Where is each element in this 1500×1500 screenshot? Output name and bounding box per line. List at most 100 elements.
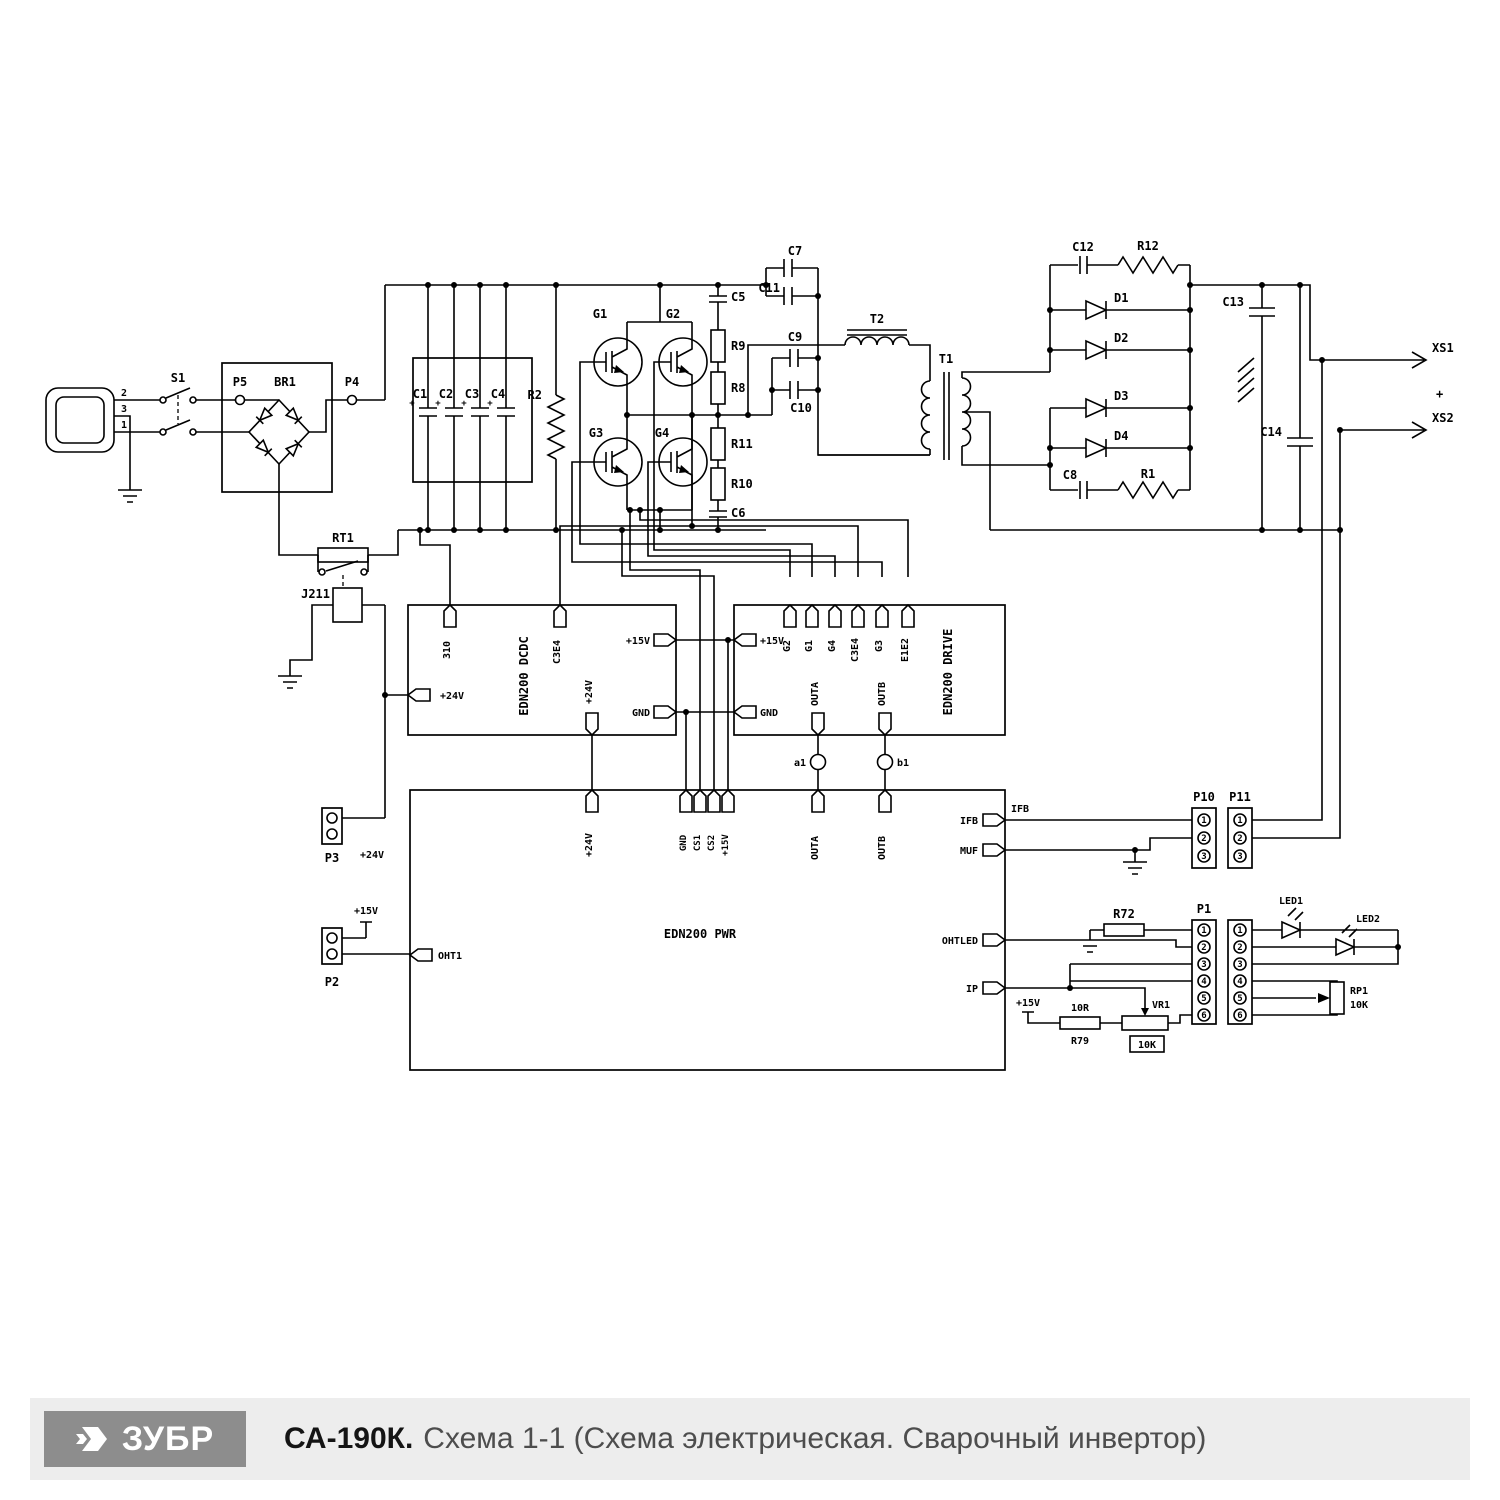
p1-box — [1191, 919, 1217, 1025]
ifb-wire-label: IFB — [1011, 804, 1029, 815]
rp1-label: RP1 — [1350, 986, 1368, 997]
vr1-wiper-arrow — [1141, 1008, 1149, 1016]
j211-wires — [289, 604, 408, 818]
led2-label: LED2 — [1356, 914, 1380, 925]
snubber-caps: C7 C11 C9 C10 — [758, 244, 930, 456]
r79-resistor — [1059, 1016, 1101, 1030]
p3-box — [321, 807, 343, 845]
zubr-logo: ЗУБР — [44, 1411, 246, 1467]
r79-value-label: 10R — [1071, 1003, 1090, 1014]
drive-pin-c3e4 — [851, 603, 865, 628]
pot-network: RP1 10K — [1252, 980, 1368, 1016]
r72-resistor — [1103, 923, 1145, 937]
vr1-value-label: 10K — [1138, 1040, 1156, 1051]
pwr-ip-label: IP — [966, 984, 978, 995]
vr1-value-box — [1129, 1035, 1165, 1053]
br1-label: BR1 — [274, 375, 296, 389]
p11-label: P11 — [1229, 790, 1251, 804]
c4-label: C4 — [491, 387, 505, 401]
dcdc-pin-gnd — [653, 705, 678, 719]
dc-bus-filter: C1 C2 C3 C4 + + + + R2 — [384, 284, 766, 531]
output-rectifier: D1 D2 D3 D4 C12 R12 C8 R1 — [1049, 239, 1191, 500]
terminal-p4 — [346, 394, 358, 406]
plug-pin-1-label: 1 — [121, 420, 127, 431]
p1-pin5: 5 — [1201, 994, 1206, 1004]
dcdc-c3e4-label: C3E4 — [552, 640, 563, 664]
pwr-muf-label: MUF — [960, 846, 978, 857]
vr1-trimmer — [1121, 1015, 1169, 1031]
drive-e1e2-label: E1E2 — [900, 638, 911, 662]
drive-pin-g2 — [783, 603, 797, 628]
s1-label: S1 — [171, 371, 185, 385]
pwr-pin-ip — [982, 981, 1007, 995]
c7-label: C7 — [788, 244, 802, 258]
pwr-oht1-label: OHT1 — [438, 951, 462, 962]
d2-label: D2 — [1114, 331, 1128, 345]
choke-core-hatch-icon — [1237, 357, 1255, 403]
capbank-caps — [419, 285, 515, 530]
schematic-model: СА-190К. — [284, 1422, 414, 1455]
board-dcdc: 310 C3E4 +24V +15V GND +24V EDN200 DCDC — [406, 603, 678, 737]
relay-j211: J211 — [278, 587, 408, 818]
t2-label: T2 — [870, 312, 884, 326]
r2-resistor — [546, 285, 566, 530]
pwr-pin-ohtled — [982, 933, 1007, 947]
pwr-pin-outa — [811, 788, 825, 813]
drive-g3-label: G3 — [874, 640, 885, 652]
r9-resistor — [710, 329, 726, 363]
c1-label: C1 — [413, 387, 427, 401]
pwr-pin-oht1 — [408, 948, 433, 962]
p2-label: P2 — [325, 975, 339, 989]
d4-diode — [1085, 437, 1108, 459]
r10-label: R10 — [731, 477, 753, 491]
a1-label: a1 — [794, 758, 806, 769]
p1m-pin1: 1 — [1237, 926, 1242, 936]
r79-label: R79 — [1071, 1036, 1089, 1047]
divider-cap-wires — [765, 259, 930, 456]
pwr-pin-muf — [982, 843, 1007, 857]
drive-c3e4-label: C3E4 — [850, 638, 861, 662]
p5-label: P5 — [233, 375, 247, 389]
c8-label: C8 — [1063, 468, 1077, 482]
c2-polarity: + — [435, 399, 441, 409]
p1-pin6: 6 — [1201, 1011, 1206, 1021]
d2-diode — [1085, 339, 1108, 361]
r8-label: R8 — [731, 381, 745, 395]
dcdc-pin-310 — [443, 603, 457, 628]
output-filter: C13 C14 XS1 + XS2 — [990, 284, 1454, 839]
c1-polarity: + — [409, 399, 415, 409]
p10-pin2: 2 — [1201, 834, 1206, 844]
br1-box — [221, 362, 333, 493]
dcdc-310-label: 310 — [442, 641, 453, 659]
schematic-title: Схема 1-1 (Схема электрическая. Сварочны… — [423, 1422, 1207, 1455]
igbt-bridge: G1 G2 G3 G4 — [589, 285, 772, 530]
pwr-cs1-label: CS1 — [693, 835, 703, 851]
xs2-label: XS2 — [1432, 411, 1454, 425]
transformer-t2: T2 — [747, 312, 931, 415]
pwr-board-name: EDN200 PWR — [664, 927, 737, 941]
dcdc-pin-24v — [406, 688, 431, 702]
ac-plug: 2 3 1 — [45, 387, 279, 503]
p3-24v-label: +24V — [360, 850, 384, 861]
g3-label: G3 — [589, 426, 603, 440]
p1m-pin6: 6 — [1237, 1011, 1242, 1021]
plug-pin-3-label: 3 — [121, 404, 127, 415]
p1m-pin4: 4 — [1237, 977, 1243, 987]
connector-p10: 1 2 3 P10 — [1191, 790, 1217, 869]
d3-label: D3 — [1114, 389, 1128, 403]
t1-windings — [818, 371, 1050, 530]
p1-pin3: 3 — [1201, 960, 1206, 970]
bridge-br1: P5 BR1 P4 — [221, 362, 399, 556]
c3-polarity: + — [461, 399, 467, 409]
dcdc-board-name: EDN200 DCDC — [517, 636, 531, 715]
pwr-gnd-label: GND — [679, 834, 689, 851]
c5-label: C5 — [731, 290, 745, 304]
pwr-box — [409, 789, 1006, 1071]
c3-label: C3 — [465, 387, 479, 401]
j211-coil — [332, 587, 363, 623]
dcdc-15v-label: +15V — [626, 636, 650, 647]
p10-box — [1191, 807, 1217, 869]
p11-box — [1227, 807, 1253, 869]
connector-p1: 1 2 3 4 5 6 P1 1 2 3 4 5 6 — [1191, 902, 1253, 1025]
